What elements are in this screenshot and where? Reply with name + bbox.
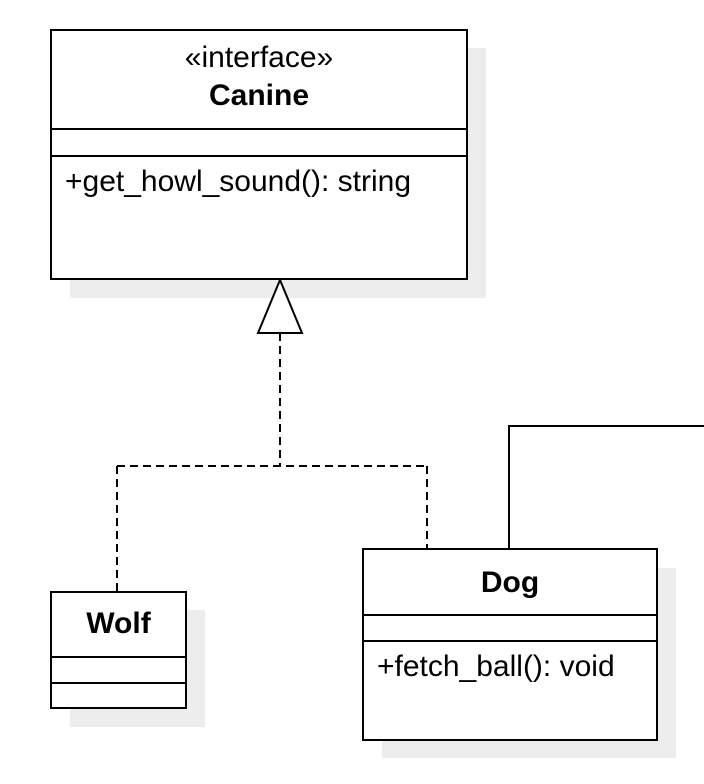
dog-association-line[interactable]	[508, 425, 704, 548]
canine-attributes-divider	[52, 128, 468, 130]
canine-methods-divider	[52, 155, 468, 157]
dog-method-fetch-ball: +fetch_ball(): void	[377, 650, 615, 683]
wolf-attributes-divider	[52, 656, 187, 658]
dog-methods-divider	[364, 640, 658, 642]
canine-interface-box[interactable]: «interface» Canine +get_howl_sound(): st…	[50, 29, 468, 280]
canine-stereotype: «interface»	[184, 41, 334, 74]
wolf-methods-divider	[52, 682, 187, 684]
wolf-class-box[interactable]: Wolf	[50, 591, 187, 709]
canine-method-get-howl-sound: +get_howl_sound(): string	[65, 165, 412, 198]
wolf-class-name: Wolf	[86, 607, 151, 640]
dog-class-box[interactable]: Dog +fetch_ball(): void	[362, 548, 658, 741]
dog-class-name: Dog	[480, 566, 540, 599]
dog-attributes-divider	[364, 614, 658, 616]
canine-class-name: Canine	[208, 79, 310, 112]
